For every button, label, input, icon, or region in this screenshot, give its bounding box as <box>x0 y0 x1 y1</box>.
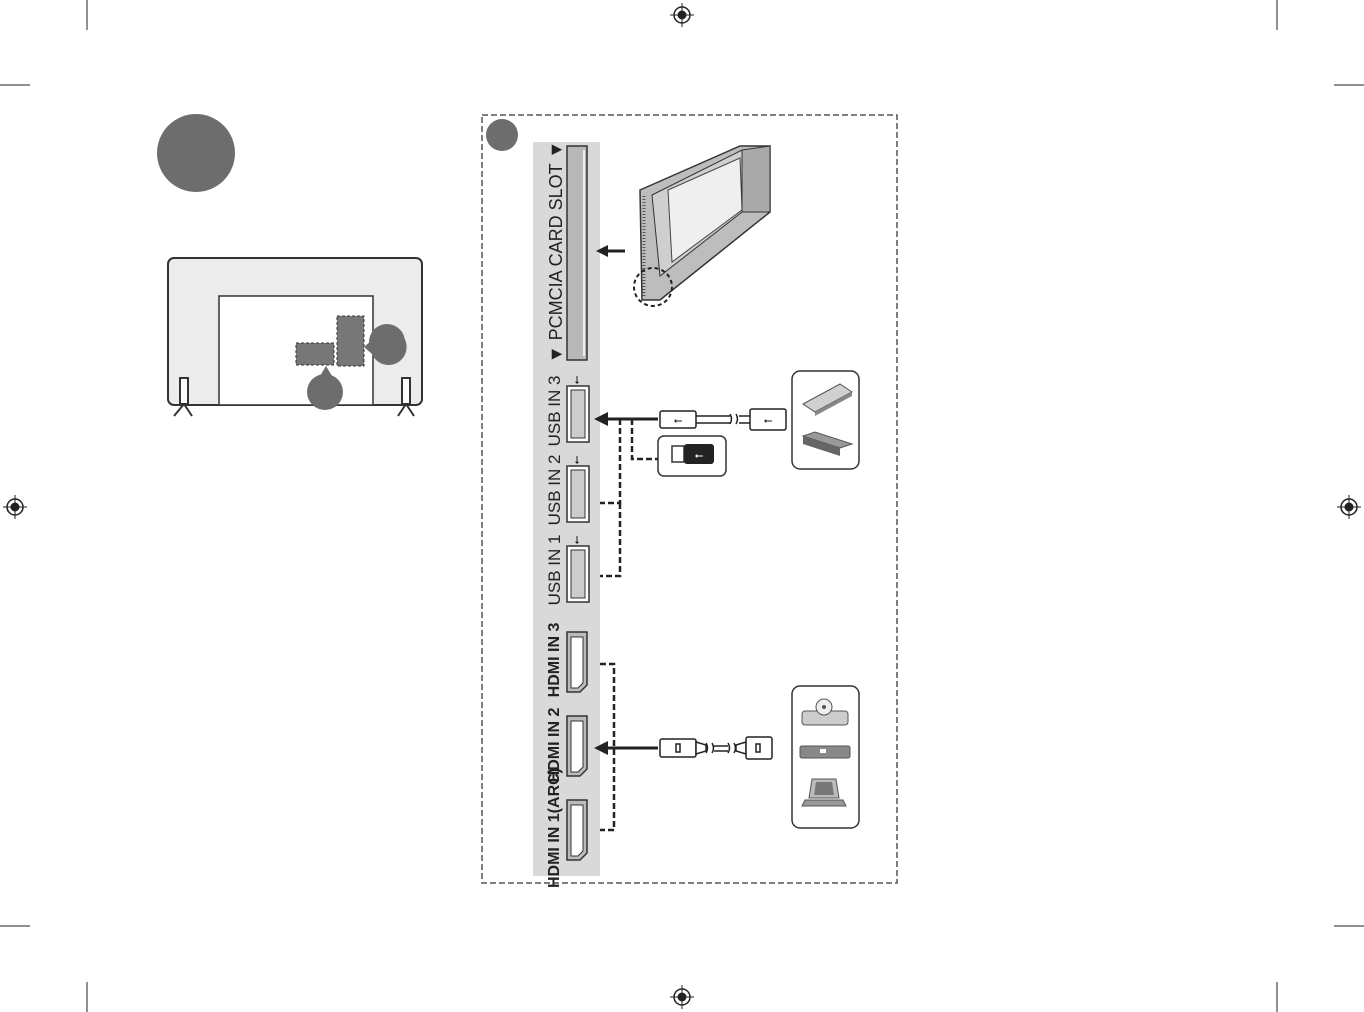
usb-symbol-icon: ⭠ <box>695 450 704 462</box>
usb-symbol-icon: ⭠ <box>571 455 583 464</box>
tv-back-view <box>167 257 423 417</box>
usb2-label: USB IN 2 <box>545 455 564 526</box>
hdmi-connection-lines <box>600 662 658 832</box>
pcmcia-card <box>633 145 771 307</box>
hdmi-logo: HDMI <box>546 847 563 888</box>
tv-stand-left <box>173 377 193 417</box>
tv-stand-right <box>397 377 415 417</box>
hdmi-port-2[interactable] <box>566 715 588 777</box>
pcmcia-label: ▼ PCMCIA CARD SLOT ▼ <box>546 141 566 363</box>
usb-hub-icon <box>801 431 854 449</box>
usb-flash-drive: ⭠ <box>657 435 727 477</box>
registration-mark-right <box>1337 495 1361 519</box>
insert-arrow <box>596 245 625 257</box>
usb-port-3[interactable]: ⭠ <box>566 375 590 443</box>
hdmi-cable <box>659 736 773 760</box>
usb-port-1[interactable]: ⭠ <box>566 535 590 603</box>
step-badge <box>157 114 235 192</box>
callout-badge-bottom <box>320 366 332 376</box>
usb-connection-lines <box>600 417 660 578</box>
laptop-icon <box>801 778 847 807</box>
svg-text:⭠: ⭠ <box>764 415 773 427</box>
dvd-player-icon <box>801 698 849 726</box>
usb-symbol-icon: ⭠ <box>571 535 583 544</box>
hdmi3-label: HDMI IN 3 <box>546 623 563 698</box>
pcmcia-slot[interactable] <box>566 145 588 361</box>
hdmi-port-3[interactable] <box>566 631 588 693</box>
registration-mark-left <box>3 495 27 519</box>
detail-badge <box>486 119 518 151</box>
usb-cable: ⭠ ⭠ <box>659 408 787 431</box>
svg-text:⭠: ⭠ <box>674 415 683 427</box>
usb1-label: USB IN 1 <box>545 535 564 606</box>
detail-frame <box>481 114 898 884</box>
hdmi2-label: HDMI IN 2 <box>546 708 563 783</box>
usb-devices-box <box>791 370 860 470</box>
hdmi-logo: HDMI <box>546 741 563 782</box>
hdmi-port-1[interactable] <box>566 799 588 861</box>
card-contact-highlight <box>633 267 673 307</box>
hdmi-logo: HDMI <box>546 656 563 697</box>
usb-symbol-icon: ⭠ <box>571 375 583 384</box>
set-top-box-icon <box>799 745 851 759</box>
usb-arrow-head <box>594 412 608 426</box>
usb3-label: USB IN 3 <box>545 376 564 447</box>
hdmi-devices-box <box>791 685 860 829</box>
hdmi1-label: HDMI IN 1(ARC) <box>546 768 563 888</box>
side-port-area <box>336 315 365 367</box>
bottom-port-area <box>295 342 335 366</box>
hdmi-arrow-head <box>594 741 608 755</box>
usb-port-2[interactable]: ⭠ <box>566 455 590 523</box>
registration-mark-top <box>670 3 694 27</box>
registration-mark-bottom <box>670 985 694 1009</box>
